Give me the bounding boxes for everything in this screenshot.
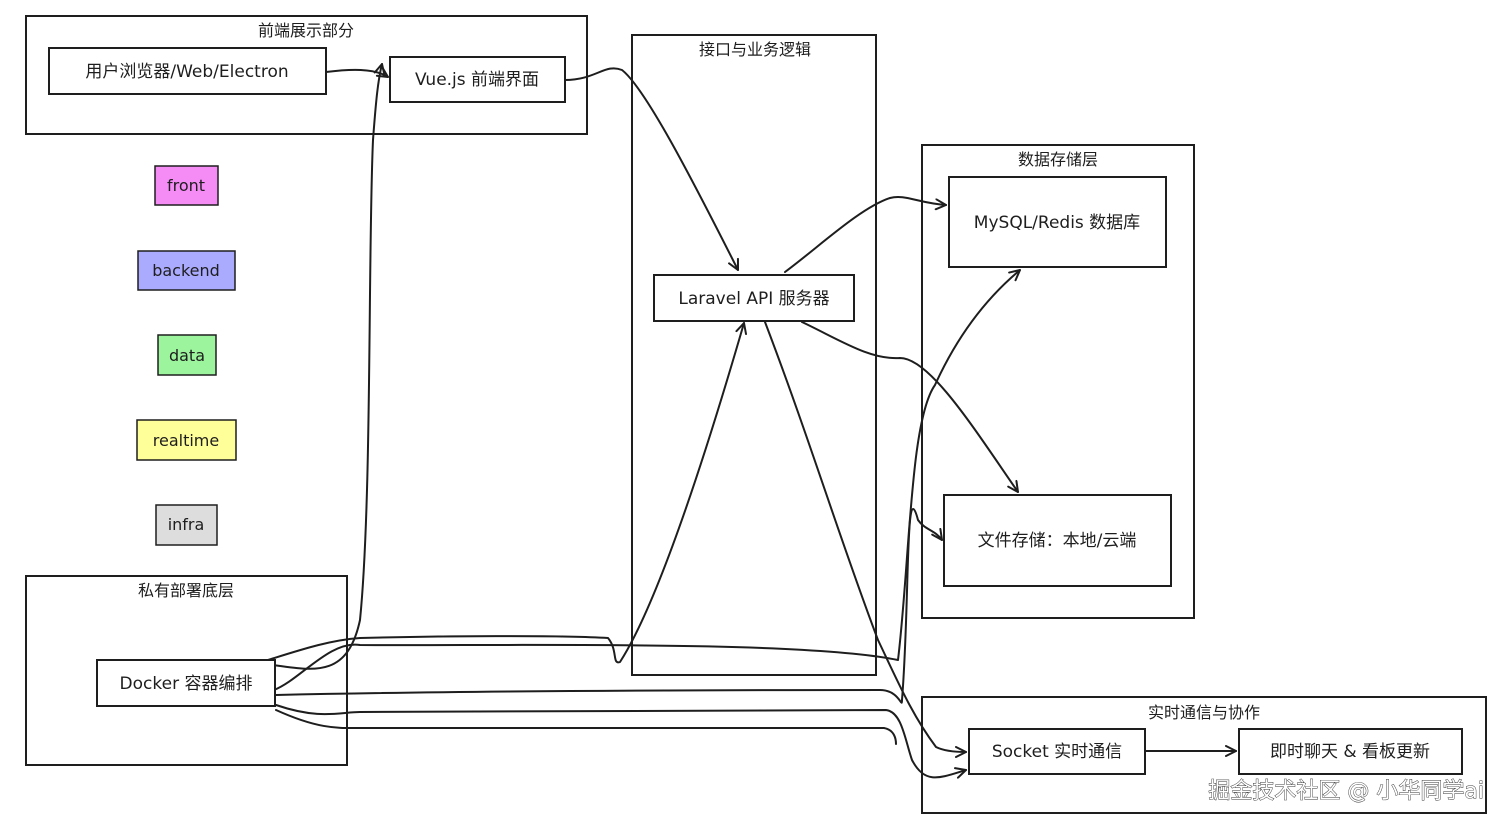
node-laravel-label: Laravel API 服务器 — [678, 289, 829, 309]
edge-laravel-to-db — [784, 196, 947, 273]
legend-swatch — [155, 504, 218, 546]
legend-swatch — [137, 250, 236, 291]
node-db-label: MySQL/Redis 数据库 — [974, 213, 1140, 233]
group-infra: 私有部署底层 — [25, 575, 348, 766]
node-socket: Socket 实时通信 — [968, 728, 1146, 775]
edge-docker-to-socket — [275, 704, 967, 779]
node-laravel: Laravel API 服务器 — [653, 274, 855, 322]
node-files: 文件存储：本地/云端 — [943, 494, 1172, 587]
group-storage: 数据存储层 — [921, 144, 1195, 619]
legend-item-front: front — [154, 165, 219, 206]
legend-item-backend: backend — [137, 250, 236, 291]
group-infra-label: 私有部署底层 — [138, 581, 234, 600]
node-vue-label: Vue.js 前端界面 — [415, 70, 539, 90]
legend-swatch — [136, 419, 237, 461]
edge-docker-to-laravel — [267, 322, 748, 664]
edge-laravel-to-socket — [764, 321, 967, 758]
node-browser-label: 用户浏览器/Web/Electron — [85, 62, 288, 82]
group-realtime: 实时通信与协作 — [921, 696, 1487, 814]
legend-swatch — [157, 334, 217, 376]
watermark: 掘金技术社区 @ 小华同学ai — [1208, 779, 1484, 804]
node-files-label: 文件存储：本地/云端 — [978, 531, 1137, 551]
node-vue: Vue.js 前端界面 — [389, 56, 566, 103]
node-docker-label: Docker 容器编排 — [120, 674, 253, 694]
node-db: MySQL/Redis 数据库 — [948, 176, 1167, 268]
group-frontend: 前端展示部分 — [25, 15, 588, 135]
group-api-label: 接口与业务逻辑 — [699, 40, 811, 59]
legend-label: infra — [168, 515, 205, 534]
edge-laravel-to-files — [801, 321, 1019, 493]
legend-item-realtime: realtime — [136, 419, 237, 461]
group-realtime-label: 实时通信与协作 — [1148, 703, 1260, 722]
edge-docker-to-socket-2 — [275, 709, 897, 745]
edge-docker-to-files — [275, 508, 943, 704]
edge-docker-to-vue — [244, 62, 386, 670]
legend-item-data: data — [157, 334, 217, 376]
edge-docker-to-db — [273, 269, 1021, 691]
node-chat: 即时聊天 & 看板更新 — [1238, 728, 1463, 775]
edges — [244, 62, 1237, 779]
group-frontend-label: 前端展示部分 — [258, 21, 354, 40]
legend-label: realtime — [153, 431, 219, 450]
legend: front backend data realtime infra — [136, 165, 237, 546]
group-api: 接口与业务逻辑 — [631, 34, 877, 676]
group-storage-label: 数据存储层 — [1018, 150, 1098, 169]
legend-item-infra: infra — [155, 504, 218, 546]
node-docker: Docker 容器编排 — [96, 659, 276, 707]
node-chat-label: 即时聊天 & 看板更新 — [1270, 742, 1430, 762]
legend-label: data — [169, 346, 205, 365]
legend-swatch — [154, 165, 219, 206]
node-browser: 用户浏览器/Web/Electron — [48, 47, 327, 95]
legend-label: front — [167, 176, 205, 195]
legend-label: backend — [152, 261, 220, 280]
edge-vue-to-laravel — [564, 67, 739, 271]
node-socket-label: Socket 实时通信 — [992, 742, 1122, 762]
